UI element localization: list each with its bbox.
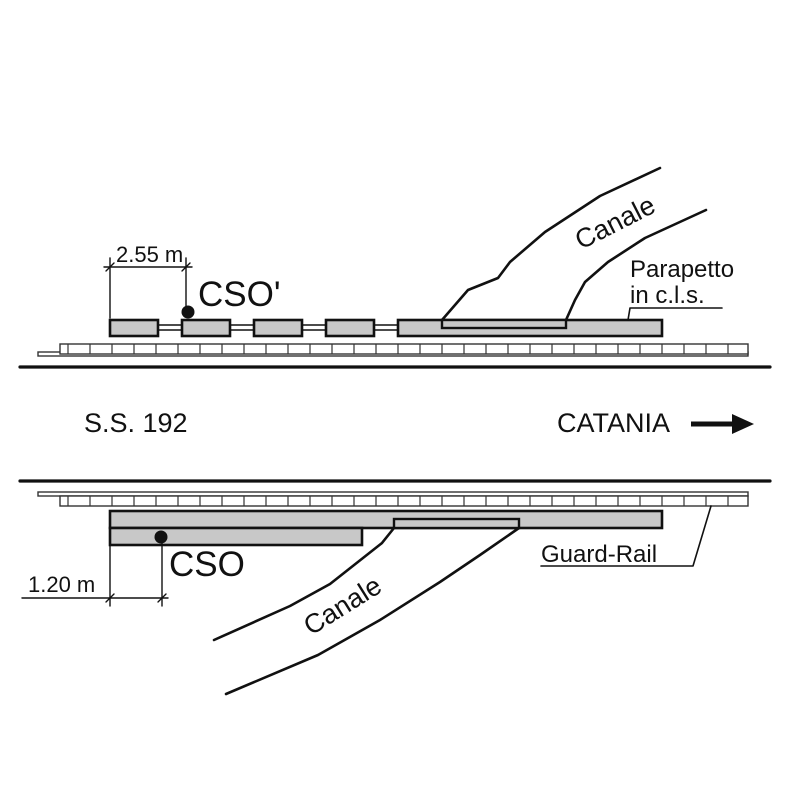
road-label: S.S. 192 bbox=[84, 408, 188, 438]
canal-south-label: Canale bbox=[298, 570, 386, 641]
barrier-block bbox=[180, 318, 232, 338]
parapet-block bbox=[108, 509, 664, 530]
parapet-label-line2: in c.l.s. bbox=[630, 282, 705, 309]
dimension-south bbox=[21, 539, 169, 607]
direction-label: CATANIA bbox=[557, 408, 670, 438]
barrier-block bbox=[108, 318, 160, 338]
guardrail-south bbox=[37, 491, 749, 507]
station-north-dot-icon bbox=[181, 305, 195, 319]
parapet-leader bbox=[627, 307, 723, 321]
culvert-south bbox=[392, 517, 521, 530]
station-south-dot-icon bbox=[154, 530, 168, 544]
right-arrow-icon bbox=[691, 414, 754, 434]
canal-north bbox=[440, 166, 708, 322]
dimension-north-label: 2.55 m bbox=[116, 242, 183, 267]
guardrail-label: Guard-Rail bbox=[541, 541, 657, 568]
barrier-block bbox=[108, 526, 364, 547]
guardrail-leader bbox=[540, 505, 712, 567]
station-south-label: CSO bbox=[169, 545, 245, 584]
parapet-label-line1: Parapetto bbox=[630, 256, 734, 283]
barrier-blocks-south bbox=[108, 509, 664, 547]
canal-north-label: Canale bbox=[570, 190, 660, 256]
dimension-north bbox=[103, 257, 193, 319]
dimension-south-label: 1.20 m bbox=[28, 572, 95, 597]
culvert-north bbox=[440, 318, 568, 330]
barrier-block bbox=[324, 318, 376, 338]
barrier-blocks-north bbox=[108, 318, 664, 338]
barrier-block bbox=[252, 318, 304, 338]
station-north-label: CSO' bbox=[198, 275, 281, 314]
guardrail-north bbox=[37, 343, 749, 357]
canal-south bbox=[212, 526, 521, 696]
